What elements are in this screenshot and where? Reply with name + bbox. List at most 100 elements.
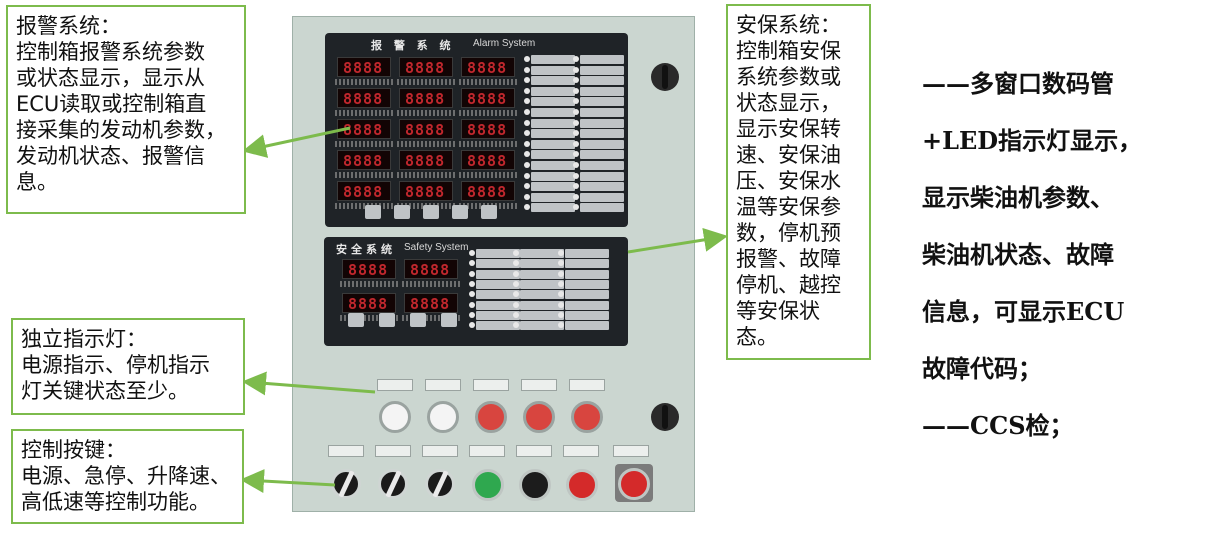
status-led [558,290,609,300]
display-label [397,79,455,85]
display-label [335,172,393,178]
alarm-callout-body: 控制箱报警系统参数 或状态显示，显示从 ECU读取或控制箱直 接采集的发动机参数… [16,40,226,194]
display-label [459,79,517,85]
status-led [513,269,564,279]
seven-segment-display [399,88,453,108]
status-led [573,97,624,107]
door-lock-knob-lower[interactable] [651,403,679,431]
lamp-nameplate [425,379,461,391]
arrow-buttons [240,469,336,493]
display-label [459,141,517,147]
safety-panel-button[interactable] [410,313,426,327]
alarm-callout-title: 报警系统： [16,14,121,38]
status-led [573,161,624,170]
alarm-panel-button[interactable] [452,205,468,219]
indicator-lamp [475,401,507,433]
status-led [573,118,624,128]
feature-notes: ——多窗口数码管 +LED指示灯显示， 显示柴油机参数、 柴油机状态、故障 信息… [922,69,1143,440]
status-led [573,108,624,117]
display-label [402,281,460,287]
status-led [469,259,520,269]
status-led [524,97,575,107]
lamp-nameplate [521,379,557,391]
alarm-panel-button[interactable] [394,205,410,219]
status-led [524,76,575,86]
safety-callout-title: 安保系统： [736,13,841,37]
status-led [573,192,624,202]
seven-segment-display [404,293,458,313]
status-led [524,129,575,139]
alarm-panel-button[interactable] [481,205,497,219]
status-led [513,290,564,300]
seven-segment-display [337,88,391,108]
status-led [558,279,609,289]
status-led [513,310,564,320]
status-led [524,161,575,170]
door-lock-knob-upper[interactable] [651,63,679,91]
display-label [340,281,398,287]
emergency-stop-button[interactable] [618,468,650,500]
stop-push-button[interactable] [519,469,551,501]
status-led [513,259,564,269]
safety-panel-button[interactable] [348,313,364,327]
status-led [558,249,609,258]
buttons-callout-body: 电源、急停、升降速、 高低速等控制功能。 [21,464,231,514]
seven-segment-display [337,57,391,77]
seven-segment-display [399,150,453,170]
status-led [573,55,624,64]
seven-segment-display [461,150,515,170]
indicator-light-callout: 独立指示灯： 电源指示、停机指示 灯关键状态至少。 [11,318,245,415]
safety-system-panel: 安全系统 Safety System [324,237,628,346]
status-led [469,249,520,258]
alarm-panel-button[interactable] [423,205,439,219]
display-label [340,315,398,321]
button-nameplate [613,445,649,457]
status-led [558,300,609,310]
status-led [573,76,624,86]
seven-segment-display [461,119,515,139]
display-label [397,172,455,178]
status-led [558,259,609,269]
status-led [573,150,624,160]
seven-segment-display [399,119,453,139]
button-nameplate [422,445,458,457]
mode-selector-switch[interactable] [425,469,455,499]
alarm-panel-title: 报 警 系 统 [371,39,455,52]
seven-segment-display [399,181,453,201]
speed-selector-switch[interactable] [378,469,408,499]
indicator-lamp [379,401,411,433]
display-label [402,315,460,321]
status-led [524,55,575,64]
display-label [397,110,455,116]
status-led [469,321,520,331]
safety-panel-title: 安全系统 [336,243,396,256]
status-led [513,249,564,258]
button-nameplate [328,445,364,457]
status-led [573,65,624,75]
reset-push-button[interactable] [566,469,598,501]
alarm-panel-button[interactable] [365,205,381,219]
status-led [524,139,575,149]
arrow-safety [627,227,728,254]
status-led [573,86,624,96]
status-led [513,321,564,331]
seven-segment-display [342,293,396,313]
indicator-lamp [427,401,459,433]
start-push-button[interactable] [472,469,504,501]
display-label [459,172,517,178]
status-led [573,129,624,139]
status-led [524,150,575,160]
seven-segment-display [337,181,391,201]
control-buttons-callout: 控制按键： 电源、急停、升降速、 高低速等控制功能。 [11,429,244,524]
alarm-system-panel: 报 警 系 统 Alarm System [325,33,628,227]
safety-panel-button[interactable] [441,313,457,327]
seven-segment-display [461,57,515,77]
seven-segment-display [337,150,391,170]
power-selector-switch[interactable] [331,469,361,499]
safety-panel-button[interactable] [379,313,395,327]
display-label [335,110,393,116]
status-led [558,269,609,279]
button-nameplate [375,445,411,457]
indicator-callout-body: 电源指示、停机指示 灯关键状态至少。 [21,353,210,403]
